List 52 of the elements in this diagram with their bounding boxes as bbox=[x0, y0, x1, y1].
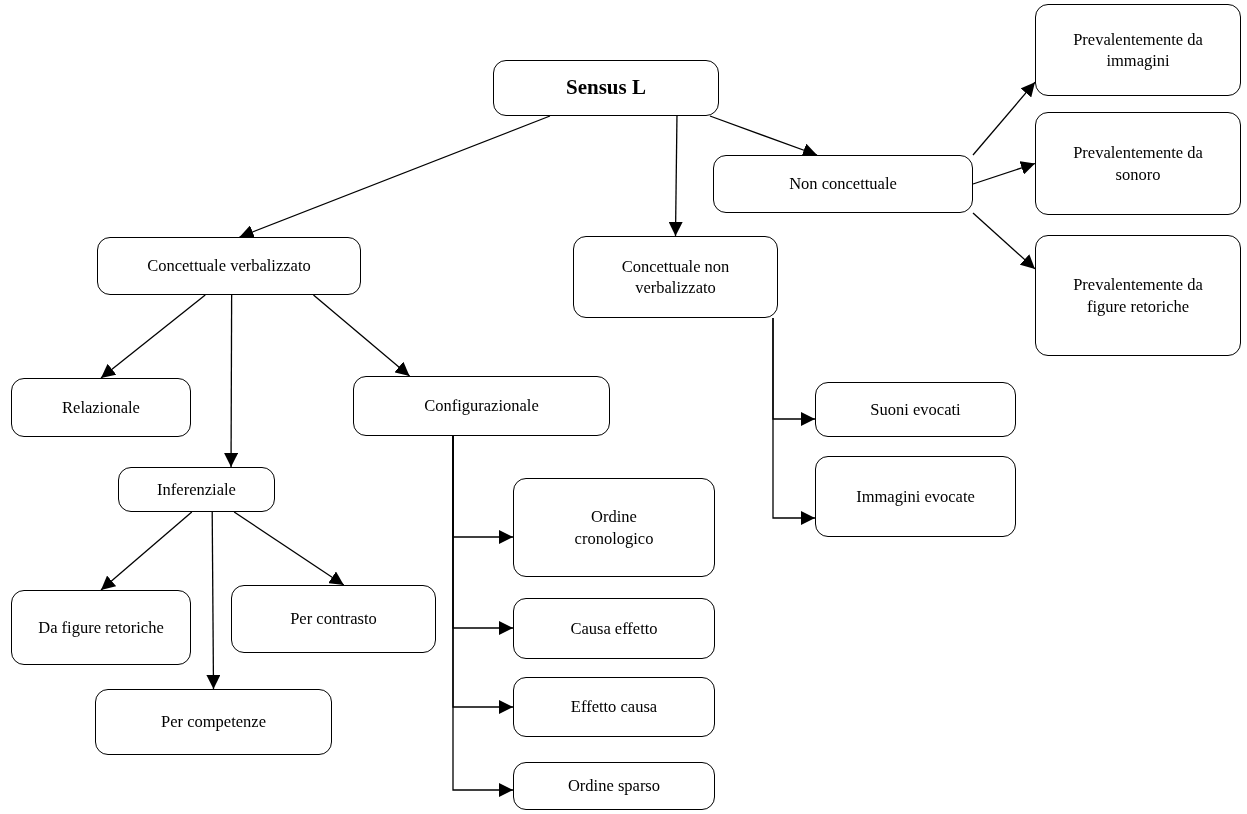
arrow bbox=[100, 294, 206, 379]
rounded-box bbox=[353, 376, 610, 436]
rounded-box bbox=[118, 467, 275, 512]
arrow bbox=[206, 511, 221, 690]
arrow bbox=[238, 115, 551, 239]
arrow bbox=[312, 294, 411, 377]
rounded-box bbox=[11, 590, 191, 665]
rounded-box bbox=[97, 237, 361, 295]
node-label: Ordine sparso bbox=[567, 775, 661, 797]
rounded-box bbox=[513, 762, 715, 810]
arrow bbox=[972, 212, 1036, 270]
node-label: Concettuale verbalizzato bbox=[147, 255, 311, 277]
rounded-box bbox=[573, 236, 778, 318]
node-label: Prevalentemente da figure retoriche bbox=[1072, 274, 1204, 317]
rounded-box bbox=[513, 478, 715, 577]
node-label: Per contrasto bbox=[290, 608, 377, 630]
arrow bbox=[224, 294, 239, 468]
arrow bbox=[772, 317, 816, 525]
node-label: Ordine cronologico bbox=[573, 506, 655, 549]
rounded-box bbox=[713, 155, 973, 213]
node-label: Relazionale bbox=[62, 396, 140, 419]
rounded-box bbox=[815, 456, 1016, 537]
node-label: Immagini evocate bbox=[856, 485, 975, 508]
node-label: Non concettuale bbox=[789, 173, 897, 195]
arrow bbox=[452, 435, 514, 797]
rounded-box bbox=[1035, 235, 1241, 356]
rounded-box bbox=[11, 378, 191, 437]
node-label: Concettuale non verbalizzato bbox=[620, 255, 731, 299]
rounded-box bbox=[1035, 4, 1241, 96]
node-label: Inferenziale bbox=[157, 478, 236, 501]
arrow bbox=[668, 115, 683, 237]
node-label: Suoni evocati bbox=[870, 398, 961, 421]
rounded-box bbox=[815, 382, 1016, 437]
node-label: Causa effetto bbox=[570, 617, 658, 640]
node-label: Configurazionale bbox=[424, 395, 539, 417]
rounded-box bbox=[95, 689, 332, 755]
node-label: Sensus L bbox=[566, 74, 646, 102]
rounded-box bbox=[231, 585, 436, 653]
node-label: Effetto causa bbox=[570, 696, 658, 718]
rounded-box bbox=[513, 598, 715, 659]
rounded-box bbox=[513, 677, 715, 737]
rounded-box bbox=[493, 60, 719, 116]
arrow bbox=[972, 161, 1036, 185]
arrow bbox=[709, 115, 818, 157]
node-label: Per competenze bbox=[161, 711, 266, 733]
node-label: Prevalentemente da immagini bbox=[1072, 28, 1204, 72]
node-label: Da figure retoriche bbox=[38, 616, 164, 639]
arrow bbox=[972, 81, 1036, 156]
arrow bbox=[233, 511, 345, 586]
rounded-box bbox=[1035, 112, 1241, 215]
arrow bbox=[100, 511, 193, 591]
node-label: Prevalentemente da sonoro bbox=[1072, 142, 1204, 185]
